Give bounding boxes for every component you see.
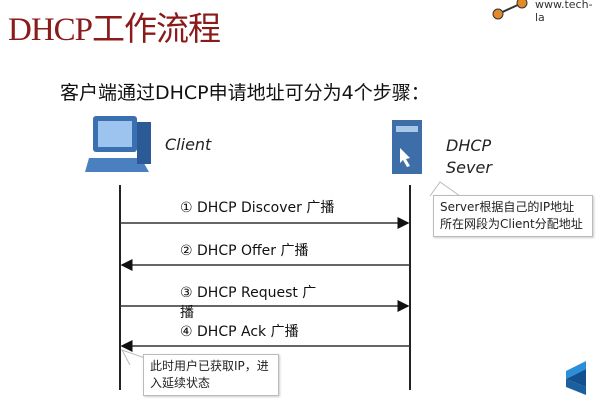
message-3: ③ DHCP Request 广播 <box>180 282 330 322</box>
client-note: 此时用户已获取IP，进入延续状态 <box>143 354 279 396</box>
client-label: Client <box>165 135 212 154</box>
step-number: ② <box>180 243 193 259</box>
server-label: DHCP Sever <box>446 135 492 179</box>
server-icon <box>392 120 422 174</box>
brand-logo-icon <box>492 0 528 20</box>
step-number: ① <box>180 200 193 216</box>
corner-logo-icon <box>566 361 586 395</box>
message-4: ④ DHCP Ack 广播 <box>180 321 299 341</box>
subtitle: 客户端通过DHCP申请地址可分为4个步骤： <box>60 82 430 104</box>
message-text: DHCP Discover 广播 <box>197 200 335 216</box>
message-text: DHCP Ack 广播 <box>197 324 299 340</box>
step-number: ④ <box>180 324 193 340</box>
page-title: DHCP工作流程 <box>8 12 221 48</box>
site-url: www.tech-la <box>535 0 593 24</box>
message-text: DHCP Offer 广播 <box>197 243 309 259</box>
message-1: ① DHCP Discover 广播 <box>180 197 334 217</box>
server-label-line2: Sever <box>446 158 492 177</box>
server-label-line1: DHCP <box>446 136 492 155</box>
message-2: ② DHCP Offer 广播 <box>180 240 308 260</box>
server-note: Server根据自己的IP地址所在网段为Client分配地址 <box>433 195 593 237</box>
message-text: DHCP Request 广播 <box>180 285 317 321</box>
client-computer-icon <box>85 116 151 172</box>
step-number: ③ <box>180 285 193 301</box>
